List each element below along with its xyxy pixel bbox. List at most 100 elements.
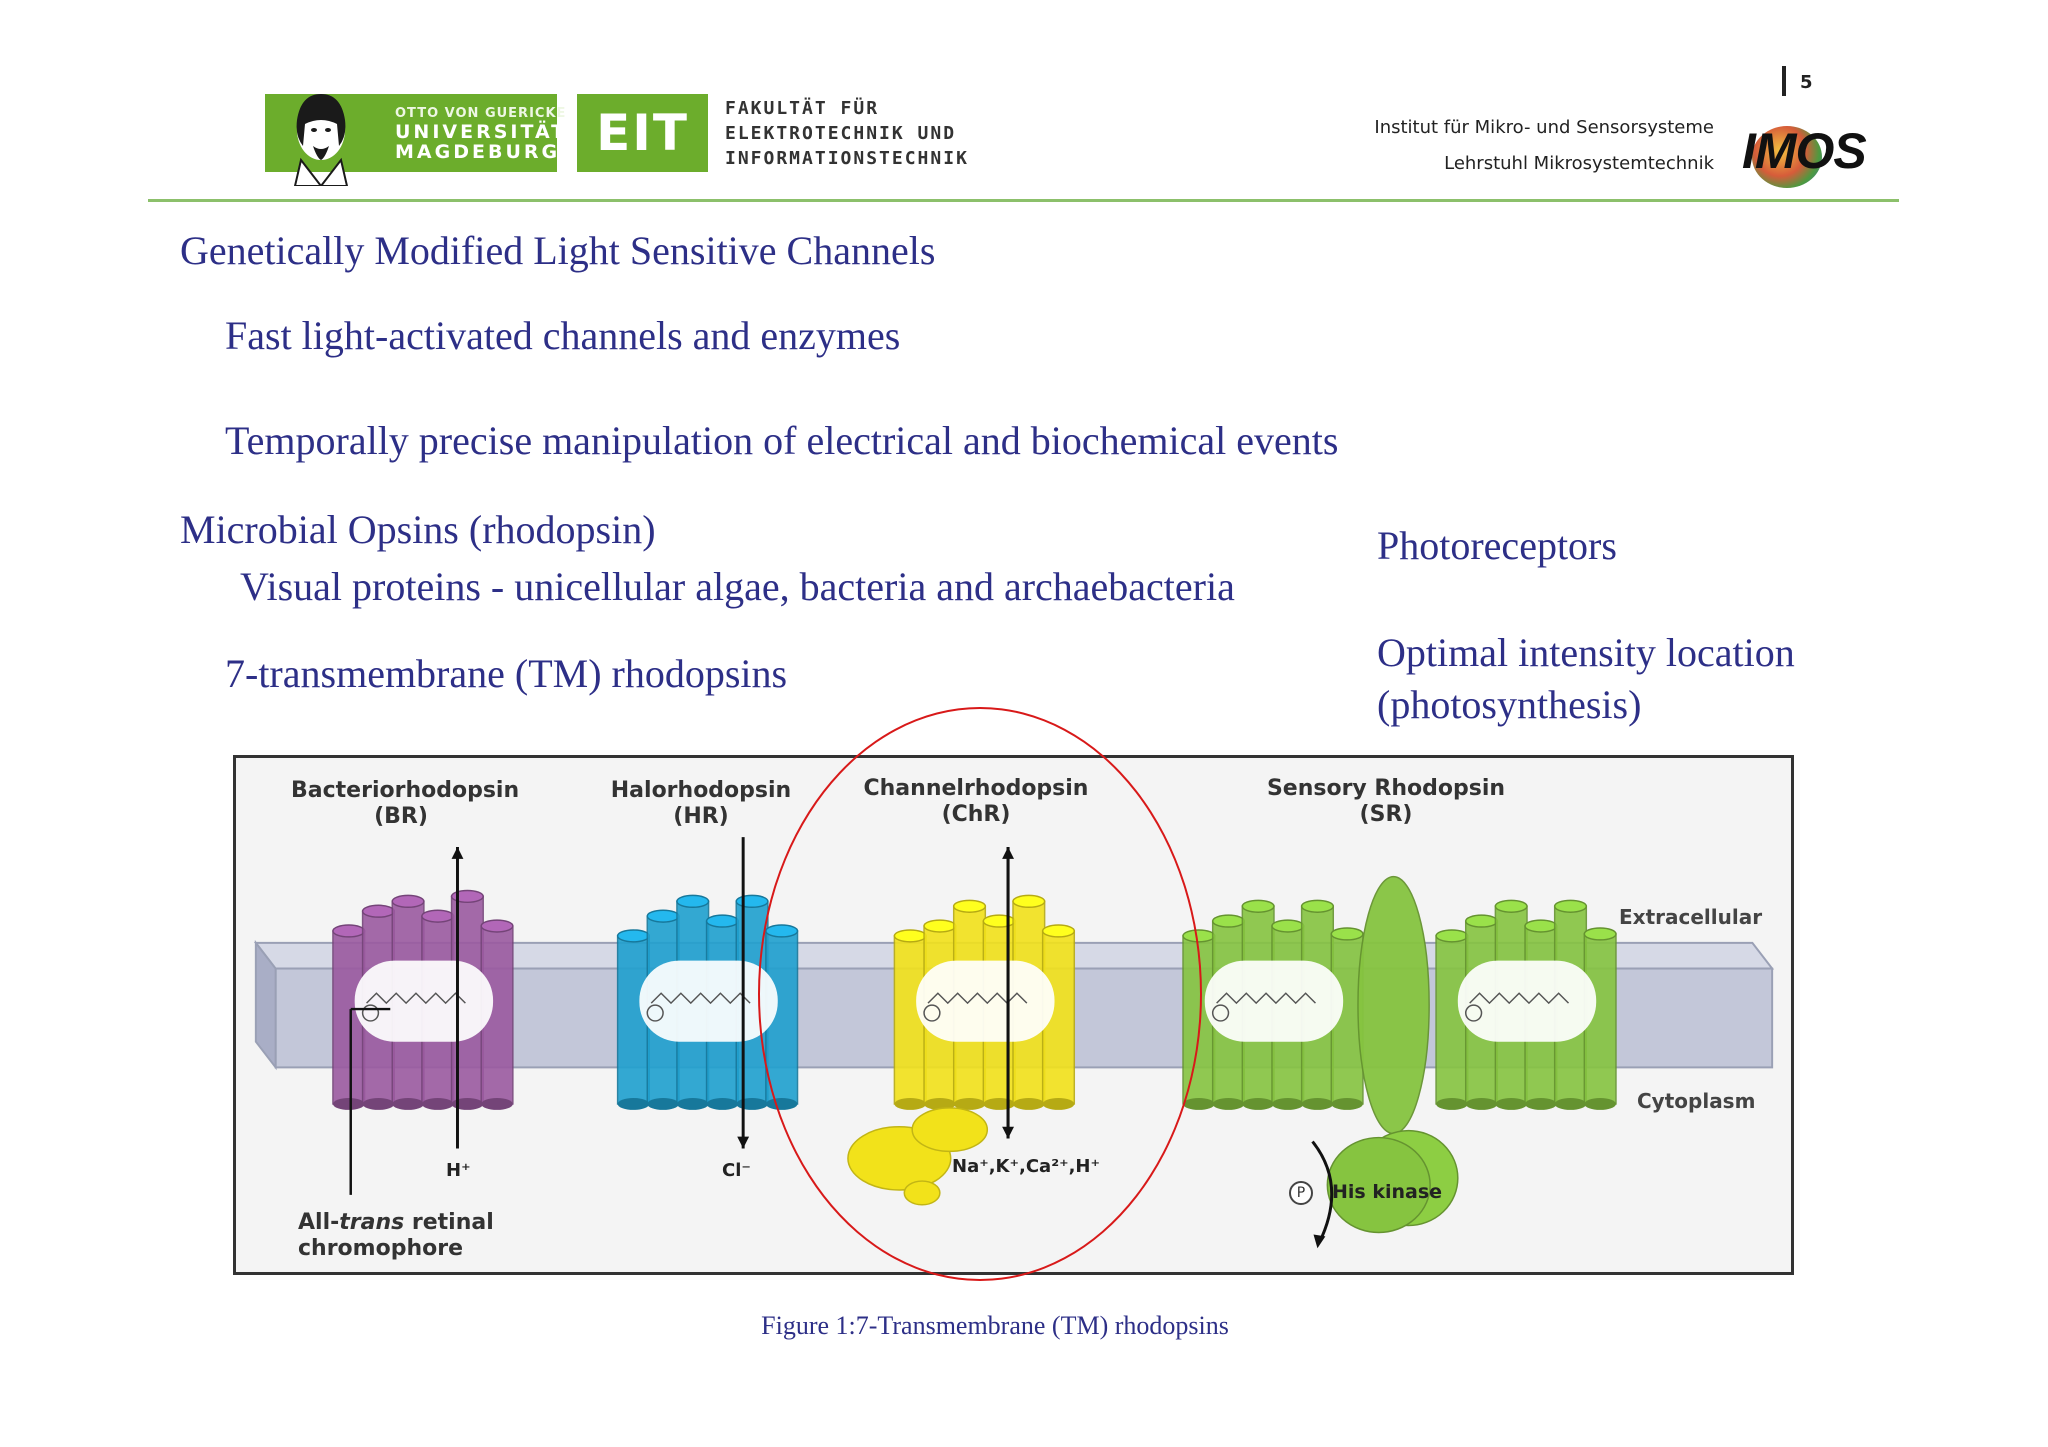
hr-retinal-ring <box>646 1004 664 1022</box>
faculty-line2: ELEKTROTECHNIK UND <box>725 123 957 144</box>
sr-right-retinal-ring <box>1464 1004 1483 1022</box>
sr-right-helix-3-bottom <box>1495 1098 1528 1110</box>
chromophore-all: All- <box>298 1210 340 1235</box>
hr-helix-4-bottom <box>706 1098 739 1110</box>
sr-left-helix-4-bottom <box>1271 1098 1304 1110</box>
chair-name: Lehrstuhl Mikrosystemtechnik <box>1444 153 1714 174</box>
imos-logo: IMOS <box>1742 123 1867 179</box>
bullet-visual-proteins: Visual proteins - unicellular algae, bac… <box>240 564 1235 609</box>
page-number-divider <box>1782 66 1786 96</box>
sr-left-helix-2-top <box>1211 914 1246 928</box>
chromophore-line2: chromophore <box>298 1236 463 1261</box>
faculty-line3: INFORMATIONSTECHNIK <box>725 148 969 169</box>
chromophore-line1: All-trans retinal <box>298 1210 494 1236</box>
br-proton-arrow-head <box>451 846 464 859</box>
channelrhodopsin-highlight-ellipse <box>758 707 1202 1281</box>
sr-right-helix-6-top <box>1583 927 1617 941</box>
sr-right-helix-3-top <box>1494 899 1528 913</box>
microbial-opsins-heading: Microbial Opsins (rhodopsin) <box>180 507 656 552</box>
university-name-line1: OTTO VON GUERICKE <box>395 106 567 121</box>
sr-right-helix-5-top <box>1553 899 1588 913</box>
sr-left-helix-3-bottom <box>1242 1098 1274 1110</box>
photoreceptors-text: Photoreceptors <box>1377 523 1617 568</box>
chromophore-trans: trans <box>339 1210 405 1235</box>
sr-left-helix-6-top <box>1330 927 1364 941</box>
sr-right-retinal-molecule <box>1469 992 1570 1005</box>
label-sensory-rhodopsin: Sensory Rhodopsin (SR) <box>1256 776 1516 828</box>
chromophore-retinal: retinal <box>404 1210 494 1235</box>
optimal-intensity-line1: Optimal intensity location <box>1377 630 1795 675</box>
br-helix-4-top <box>421 909 455 923</box>
sr-right-helix-5-bottom <box>1554 1098 1587 1110</box>
label-br-name: Bacteriorhodopsin <box>291 778 520 803</box>
br-helix-3-top <box>391 894 425 908</box>
university-name-line3-text: MAGDEBURG <box>395 141 561 163</box>
eit-logo: EIT <box>577 94 708 172</box>
br-helix-3-bottom <box>392 1098 424 1110</box>
sr-right-helix-2-bottom <box>1465 1098 1498 1110</box>
sr-left-retinal-molecule <box>1216 992 1316 1005</box>
university-logo: OTTO VON GUERICKE UNIVERSITÄT MAGDEBURG <box>265 94 565 186</box>
sr-left-helix-5-bottom <box>1301 1098 1334 1110</box>
sr-right-helix-1-bottom <box>1436 1098 1468 1110</box>
hr-helix-3-top <box>676 894 710 908</box>
label-hr-abbr: (HR) <box>673 804 729 829</box>
br-helix-6-top <box>480 919 514 933</box>
his-kinase-domain <box>1326 1136 1431 1234</box>
hr-helix-2-top <box>646 909 680 923</box>
phosphorylation-arrowhead <box>1313 1234 1326 1249</box>
label-his-kinase: His kinase <box>1332 1181 1443 1203</box>
phosphate-icon: P <box>1289 1181 1313 1205</box>
university-name-line2: UNIVERSITÄT MAGDEBURG <box>395 122 567 162</box>
sr-left-retinal-ring <box>1211 1004 1230 1022</box>
br-helix-5-bottom <box>451 1098 484 1110</box>
bullet-7tm-rhodopsins: 7-transmembrane (TM) rhodopsins <box>225 651 788 696</box>
hr-helix-4-top <box>705 914 739 928</box>
institute-name: Institut für Mikro- und Sensorsysteme <box>1374 117 1714 138</box>
guericke-portrait-icon <box>293 94 349 186</box>
slide-heading: Genetically Modified Light Sensitive Cha… <box>180 228 936 273</box>
br-helix-2-top <box>361 904 395 918</box>
hr-helix-3-bottom <box>676 1098 709 1110</box>
br-helix-5-top <box>450 889 484 904</box>
imos-logo-globe-icon <box>1752 126 1822 188</box>
bullet-fast-channels: Fast light-activated channels and enzyme… <box>225 313 901 358</box>
br-helix-1-bottom <box>332 1098 365 1110</box>
hr-helix-5-bottom <box>736 1098 768 1110</box>
sr-right-helix-4-bottom <box>1525 1098 1557 1110</box>
br-helix-4-bottom <box>421 1098 454 1110</box>
hr-retinal-molecule <box>650 992 751 1005</box>
label-hr-name: Halorhodopsin <box>610 778 792 803</box>
optimal-intensity-line2: (photosynthesis) <box>1377 682 1642 727</box>
sr-left-helix-1-bottom <box>1183 1098 1215 1110</box>
label-bacteriorhodopsin: Bacteriorhodopsin (BR) <box>291 778 520 830</box>
sr-left-helix-4-top <box>1271 919 1305 933</box>
faculty-line1: FAKULTÄT FÜR <box>725 98 880 119</box>
label-sr-name: Sensory Rhodopsin <box>1266 776 1506 801</box>
university-name-line2-text: UNIVERSITÄT <box>395 121 568 143</box>
label-sr-abbr: (SR) <box>1359 802 1413 827</box>
hr-helix-1-bottom <box>617 1098 650 1110</box>
br-helix-1-top <box>332 924 366 938</box>
hr-helix-5-top <box>735 894 769 908</box>
phosphorylation-arrow <box>1311 1140 1334 1243</box>
br-helix-2-bottom <box>362 1098 395 1110</box>
sr-left-helix-6-bottom <box>1331 1098 1363 1110</box>
page-number: 5 <box>1800 72 1813 93</box>
sr-right-helix-6-bottom <box>1584 1098 1616 1110</box>
ion-cl-minus: Cl⁻ <box>722 1160 751 1181</box>
label-br-abbr: (BR) <box>374 804 428 829</box>
br-retinal-ring <box>361 1004 380 1022</box>
hr-helix-2-bottom <box>647 1098 679 1110</box>
hr-helix-1-top <box>616 929 650 943</box>
label-extracellular: Extracellular <box>1619 905 1763 929</box>
sr-right-helix-2-top <box>1464 914 1499 928</box>
br-helix-6-bottom <box>481 1098 513 1110</box>
br-retinal-molecule <box>366 992 466 1005</box>
bullet-temporal-precision: Temporally precise manipulation of elect… <box>225 418 1339 463</box>
faculty-name: FAKULTÄT FÜR ELEKTROTECHNIK UND INFORMAT… <box>725 96 969 171</box>
sr-right-helix-4-top <box>1524 919 1558 933</box>
ion-h-plus: H⁺ <box>446 1160 471 1181</box>
label-chromophore: All-trans retinal chromophore <box>298 1210 494 1262</box>
sr-right-helix-1-top <box>1435 929 1469 943</box>
